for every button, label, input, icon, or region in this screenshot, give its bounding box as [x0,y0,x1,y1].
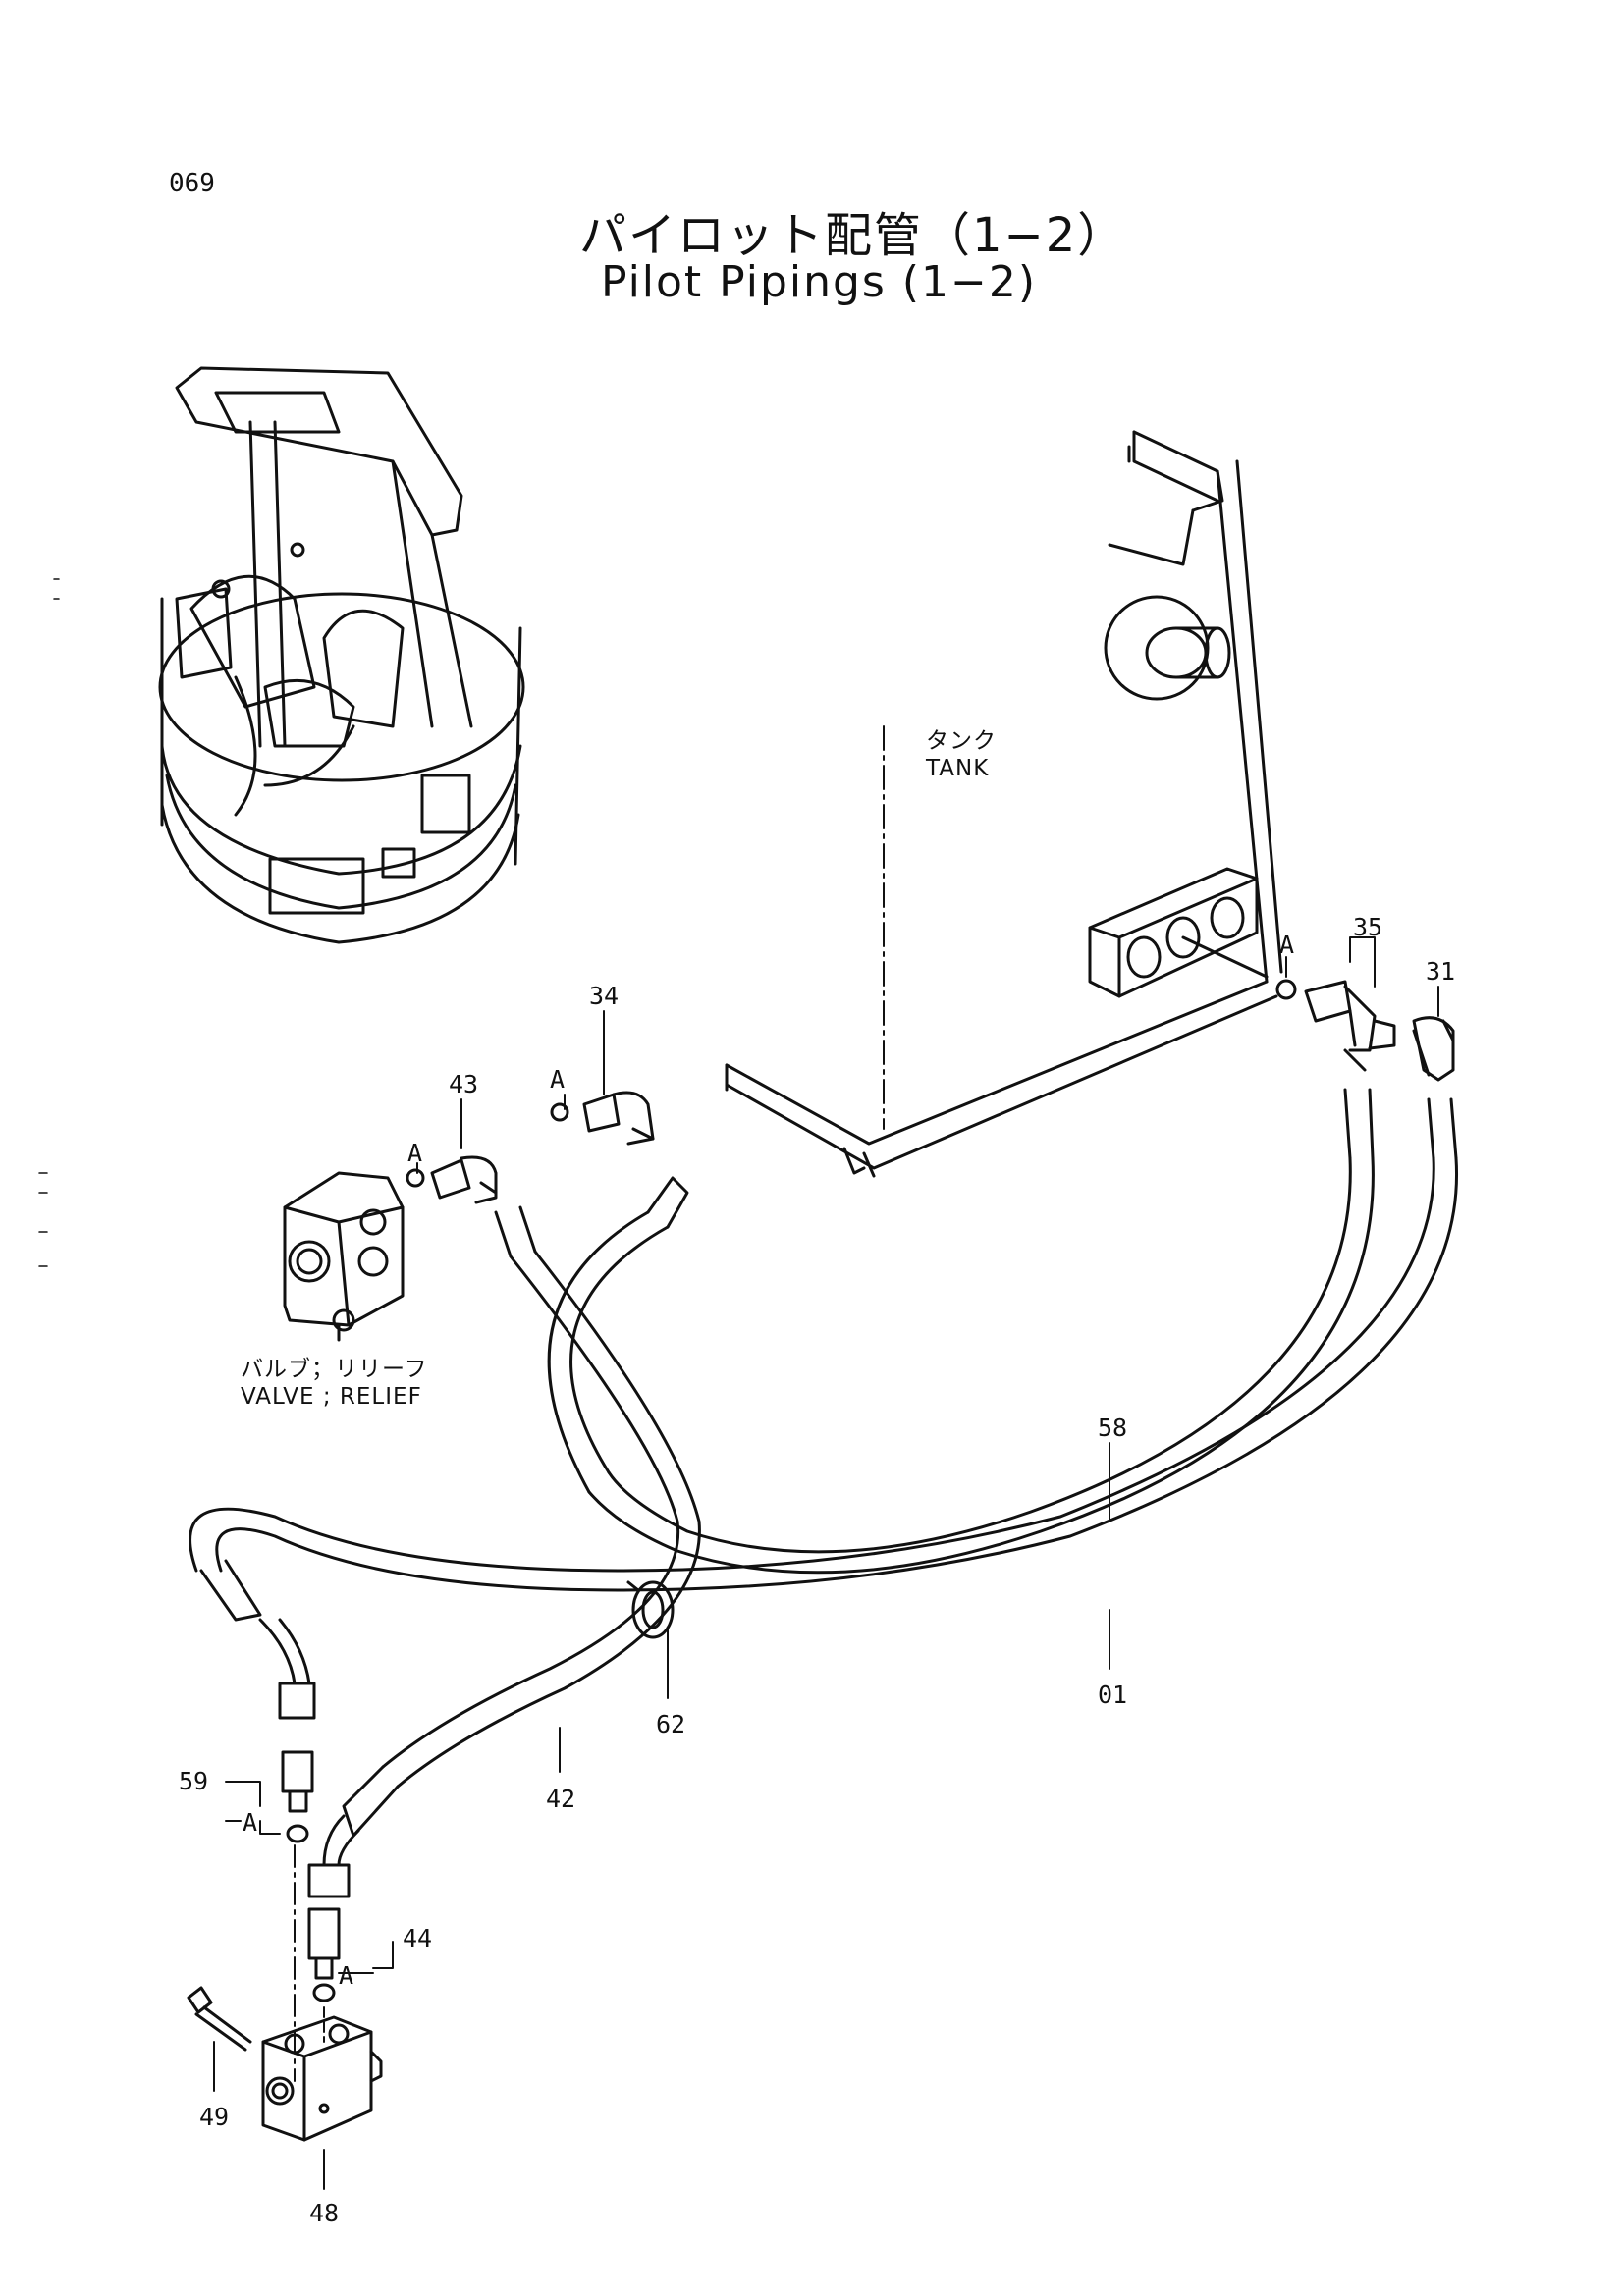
callout-44: 44 [403,1924,433,1952]
valve-label-jp: バルブ；リリーフ [241,1357,428,1382]
fitting-43-elbow [406,1155,498,1204]
callout-59: 59 [179,1767,209,1795]
title-english: Pilot Pipings (1−2) [601,257,1038,307]
callout-43: 43 [449,1070,479,1098]
title-japanese: パイロット配管（1−2） [579,208,1127,263]
fitting-34-elbow [550,1091,655,1146]
hose-58 [189,1097,1459,1720]
callout-48: 48 [309,2199,340,2227]
hose-01 [547,1088,1375,1575]
tank-label-en: TANK [926,756,990,781]
bolt-49 [187,1986,252,2052]
hydraulic-tank-illustration [725,430,1283,1178]
callout-34: 34 [589,982,620,1010]
leader-lines [213,936,1439,2190]
callout-42: 42 [546,1785,576,1813]
callout-62: 62 [656,1710,686,1738]
callout-a-43: A [407,1139,423,1167]
callout-a-59: A [243,1808,258,1837]
fitting-44 [307,1907,341,2002]
callout-a-35: A [1279,931,1295,959]
callout-31: 31 [1426,957,1456,986]
callout-a-44: A [339,1961,354,1990]
callout-a-34: A [550,1065,566,1094]
callout-35: 35 [1353,913,1383,941]
callout-49: 49 [199,2103,230,2131]
callout-58: 58 [1098,1414,1128,1442]
valve-label-en: VALVE ; RELIEF [241,1384,422,1410]
manifold-block-48 [261,2015,383,2142]
fitting-35-tee [1275,979,1396,1072]
excavator-overview-illustration [158,366,525,944]
fitting-31-elbow [1412,1016,1455,1082]
page-number: 069 [169,169,215,198]
margin-marks [38,578,60,1267]
clamp-62 [626,1580,675,1639]
callout-01: 01 [1098,1681,1128,1709]
relief-valve-illustration [283,1171,405,1342]
fitting-59 [281,1750,314,1843]
tank-label-jp: タンク [926,728,997,754]
hose-42 [307,1205,701,1898]
